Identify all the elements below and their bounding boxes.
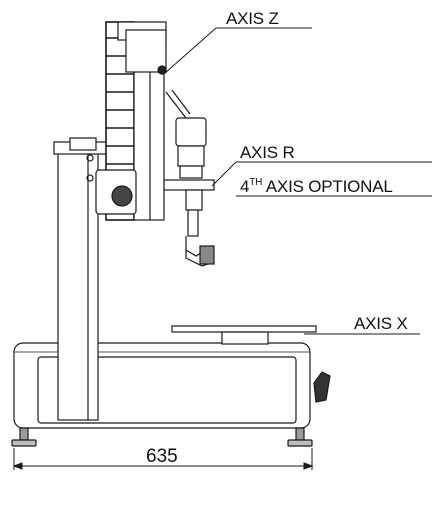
r-axis-head — [163, 117, 215, 267]
axis-r-optional-number: 4 — [240, 177, 249, 196]
axis-z-label: AXIS Z — [226, 9, 279, 28]
axis-z-leader — [163, 27, 312, 75]
z-motor — [69, 137, 137, 215]
axis-r-optional-sup: TH — [249, 177, 262, 188]
axis-r-leader — [211, 161, 432, 187]
side-handle — [313, 371, 331, 403]
levelling-feet — [11, 427, 313, 447]
axis-r-label: AXIS R — [240, 143, 295, 162]
width-dimension — [12, 448, 314, 470]
axis-r-optional-text: AXIS OPTIONAL — [262, 177, 392, 196]
callout-leaders — [163, 27, 432, 335]
support-strut — [165, 89, 191, 119]
axis-r-optional-label: 4TH AXIS OPTIONAL — [240, 177, 393, 196]
x-axis-table — [171, 325, 317, 345]
width-dimension-value: 635 — [146, 446, 178, 467]
axis-x-label: AXIS X — [354, 314, 408, 333]
